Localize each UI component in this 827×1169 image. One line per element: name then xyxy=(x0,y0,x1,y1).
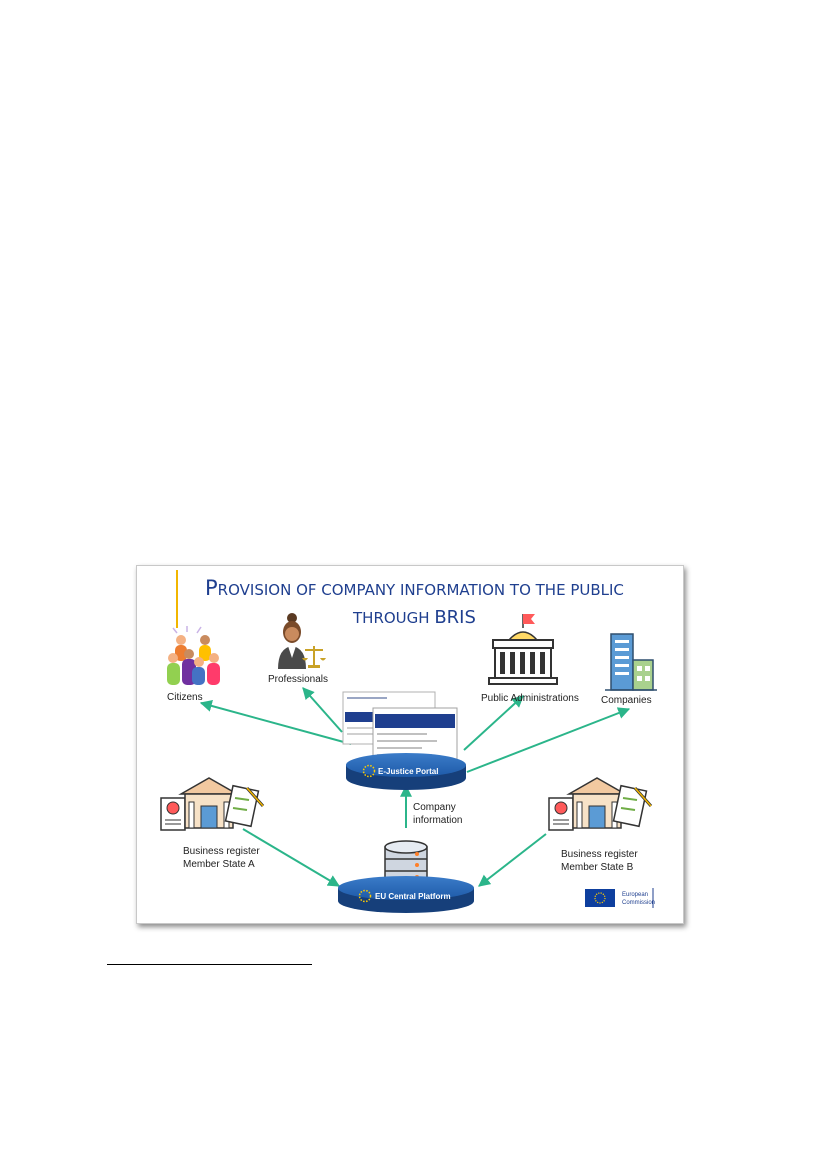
business-register-b-icon xyxy=(548,777,653,831)
public-administration-building-icon xyxy=(488,614,558,685)
footnote-separator xyxy=(107,964,312,965)
bris-diagram-figure: PROVISION OF COMPANY INFORMATION TO THE … xyxy=(136,565,684,924)
eu-central-platform-disc xyxy=(338,876,474,913)
citizens-label: Citizens xyxy=(167,692,203,703)
arrow-portal-companies xyxy=(466,707,631,773)
eu-central-platform-label: EU Central Platform xyxy=(375,892,451,901)
diagram-canvas: PROVISION OF COMPANY INFORMATION TO THE … xyxy=(160,570,657,913)
company-information-label-line1: Company xyxy=(413,802,456,813)
diagram-title-line1: PROVISION OF COMPANY INFORMATION TO THE … xyxy=(205,576,624,600)
professionals-label: Professionals xyxy=(268,674,328,685)
portal-screenshots xyxy=(342,691,458,763)
companies-label: Companies xyxy=(601,695,652,706)
arrow-register-a-platform xyxy=(242,828,341,887)
ejustice-portal-label: E-Justice Portal xyxy=(378,767,438,776)
eu-stars-icon xyxy=(362,764,376,778)
register-a-label-line2: Member State A xyxy=(183,859,255,870)
arrows xyxy=(199,687,631,887)
ec-logo-text-line1: European xyxy=(622,892,648,898)
public-administrations-label: Public Administrations xyxy=(481,693,579,704)
company-building-icon xyxy=(605,633,657,691)
professional-icon xyxy=(278,613,326,669)
arrow-portal-professionals xyxy=(302,687,343,733)
ec-logo-text-line2: Commission xyxy=(622,900,655,906)
ejustice-portal-disc xyxy=(346,753,466,790)
register-a-label-line1: Business register xyxy=(183,846,260,857)
arrow-portal-public-administrations xyxy=(463,695,524,751)
register-b-label-line1: Business register xyxy=(561,849,638,860)
eu-stars-icon xyxy=(358,889,372,903)
citizens-icon xyxy=(167,626,220,685)
arrow-register-b-platform xyxy=(478,833,547,887)
business-register-a-icon xyxy=(160,777,265,831)
register-b-label-line2: Member State B xyxy=(561,862,634,873)
european-commission-logo xyxy=(585,888,654,908)
arrow-portal-citizens xyxy=(199,700,352,745)
company-information-label-line2: information xyxy=(413,815,462,826)
diagram-title-line2: THROUGH BRIS xyxy=(352,607,476,628)
